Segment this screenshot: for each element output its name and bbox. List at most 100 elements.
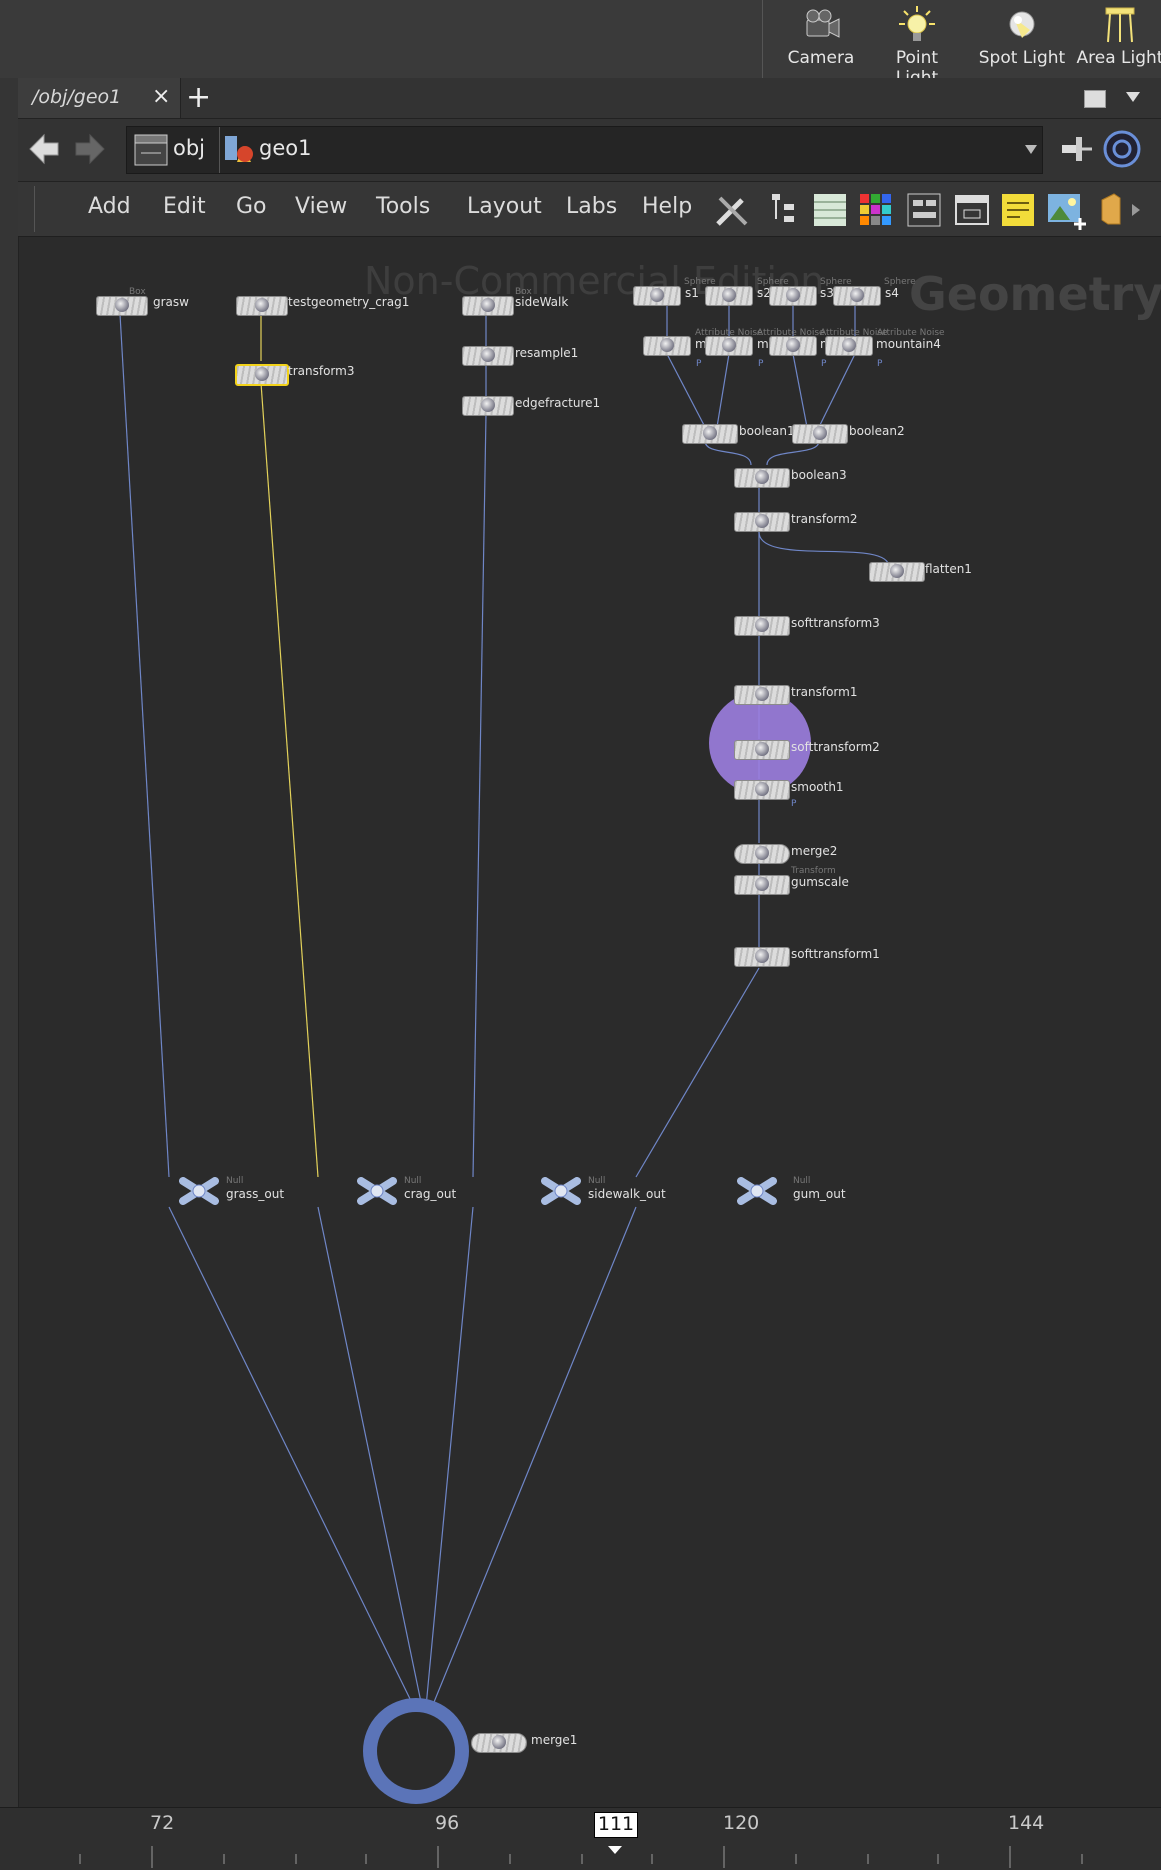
forward-arrow-icon[interactable] — [72, 131, 108, 167]
shelf-grip[interactable] — [762, 0, 777, 78]
node-label: flatten1 — [925, 562, 972, 576]
path-field[interactable]: obj geo1 — [126, 126, 1043, 174]
wire-transform3-crag_out — [260, 382, 319, 1178]
node-type: Sphere — [757, 277, 789, 287]
area-light-icon — [1105, 7, 1135, 43]
node-transform3[interactable] — [235, 364, 289, 386]
node-merge1[interactable] — [471, 1733, 527, 1753]
node-resample1[interactable] — [462, 346, 514, 366]
node-m-1[interactable] — [643, 336, 691, 356]
menu-tools[interactable]: Tools — [376, 194, 431, 219]
node-transform2[interactable] — [734, 512, 790, 532]
node-gumscale[interactable] — [734, 875, 790, 895]
node-transform1[interactable] — [734, 685, 790, 705]
network-box-icon[interactable] — [952, 190, 992, 230]
node-m-2[interactable] — [769, 336, 817, 356]
area-light-label: Area Light — [1076, 48, 1161, 68]
node-type: Null — [226, 1176, 244, 1186]
node-merge2[interactable] — [734, 844, 790, 864]
flag-p: P — [791, 799, 797, 809]
sticky-note-icon[interactable] — [998, 190, 1038, 230]
point-light-tool[interactable]: Point Light — [872, 0, 962, 88]
node-s3[interactable] — [769, 286, 817, 306]
add-tab-icon[interactable]: + — [186, 80, 212, 115]
network-context-label: Geometry — [909, 267, 1161, 321]
fracture-icon — [481, 398, 495, 412]
pane-menu-icon[interactable] — [1126, 92, 1140, 102]
current-frame-indicator[interactable]: 111 — [594, 1812, 638, 1838]
menubar-grip[interactable] — [22, 186, 35, 232]
tick-label: 96 — [435, 1812, 460, 1834]
tree-view-icon[interactable] — [766, 190, 802, 230]
node-label: smooth1 — [791, 780, 844, 794]
node-s4[interactable] — [833, 286, 881, 306]
timeline-bar[interactable]: 72 96 120 144 111 — [0, 1807, 1161, 1870]
node-s1[interactable] — [633, 286, 681, 306]
link-display-icon[interactable] — [1102, 129, 1142, 169]
node-type: Attribute Noise — [877, 328, 945, 338]
close-tab-icon[interactable]: × — [152, 84, 171, 109]
area-light-tool[interactable]: Area Light — [1075, 0, 1161, 78]
node-softtransform2[interactable] — [734, 740, 790, 760]
node-gum_out[interactable] — [737, 1177, 777, 1205]
node-grass_out[interactable] — [179, 1177, 219, 1205]
node-boolean2[interactable] — [792, 424, 848, 444]
node-label: testgeometry_crag1 — [288, 295, 410, 309]
shape-palette-icon[interactable] — [904, 190, 944, 230]
node-grasw[interactable] — [96, 296, 148, 316]
node-boolean1[interactable] — [682, 424, 738, 444]
node-label: boolean1 — [739, 424, 795, 438]
camera-tool[interactable]: Camera — [785, 0, 857, 78]
menu-labs[interactable]: Labs — [566, 194, 618, 219]
list-view-icon[interactable] — [810, 190, 850, 230]
path-dropdown-icon[interactable] — [1025, 145, 1037, 154]
add-image-icon[interactable] — [1046, 190, 1088, 232]
crumb-obj[interactable]: obj — [173, 136, 206, 160]
spot-light-label: Spot Light — [978, 48, 1066, 68]
menu-add[interactable]: Add — [88, 194, 131, 219]
menu-view[interactable]: View — [295, 194, 348, 219]
wrench-tools-icon[interactable] — [712, 190, 752, 230]
wire-edgefracture1-sidewalk_out — [472, 413, 487, 1178]
more-tools-icon[interactable] — [1132, 204, 1140, 216]
network-editor[interactable]: Non-Commercial Edition Geometry — [19, 237, 1161, 1807]
spot-light-tool[interactable]: Spot Light — [977, 0, 1067, 78]
maximize-pane-icon[interactable] — [1084, 90, 1106, 108]
menu-help[interactable]: Help — [642, 194, 693, 219]
back-arrow-icon[interactable] — [26, 131, 62, 167]
node-softtransform1[interactable] — [734, 947, 790, 967]
node-mountain4[interactable] — [825, 336, 873, 356]
noise-icon — [842, 338, 856, 352]
tick-label: 72 — [150, 1812, 175, 1834]
flag-p: P — [758, 359, 764, 369]
menu-go[interactable]: Go — [236, 194, 267, 219]
node-softtransform3[interactable] — [734, 616, 790, 636]
node-boolean3[interactable] — [734, 468, 790, 488]
wire-mountain4-boolean2 — [818, 353, 856, 428]
node-type: Sphere — [684, 277, 716, 287]
color-palette-icon[interactable] — [856, 190, 896, 230]
node-sideWalk[interactable] — [462, 296, 514, 316]
node-label: merge2 — [791, 844, 838, 858]
crumb-geo1[interactable]: geo1 — [259, 136, 312, 160]
node-label: softtransform1 — [791, 947, 880, 961]
crag-icon — [255, 298, 269, 312]
noise-icon — [660, 338, 674, 352]
node-flatten1[interactable] — [869, 562, 925, 582]
wire-m-boolean2 — [792, 353, 808, 428]
menu-layout[interactable]: Layout — [467, 194, 542, 219]
menu-edit[interactable]: Edit — [163, 194, 206, 219]
dot-node-icon[interactable] — [1096, 190, 1126, 230]
tab-obj-geo1[interactable]: /obj/geo1 × — [18, 78, 181, 118]
node-crag_out[interactable] — [357, 1177, 397, 1205]
node-testgeometry_crag1[interactable] — [236, 296, 288, 316]
node-sidewalk_out[interactable] — [541, 1177, 581, 1205]
node-smooth1[interactable] — [734, 780, 790, 800]
node-edgefracture1[interactable] — [462, 396, 514, 416]
pin-icon[interactable] — [1058, 131, 1094, 167]
node-mo[interactable] — [705, 336, 753, 356]
boolean-icon — [703, 426, 717, 440]
node-type: Box — [129, 287, 146, 297]
tick-label: 120 — [723, 1812, 760, 1834]
node-s2[interactable] — [705, 286, 753, 306]
